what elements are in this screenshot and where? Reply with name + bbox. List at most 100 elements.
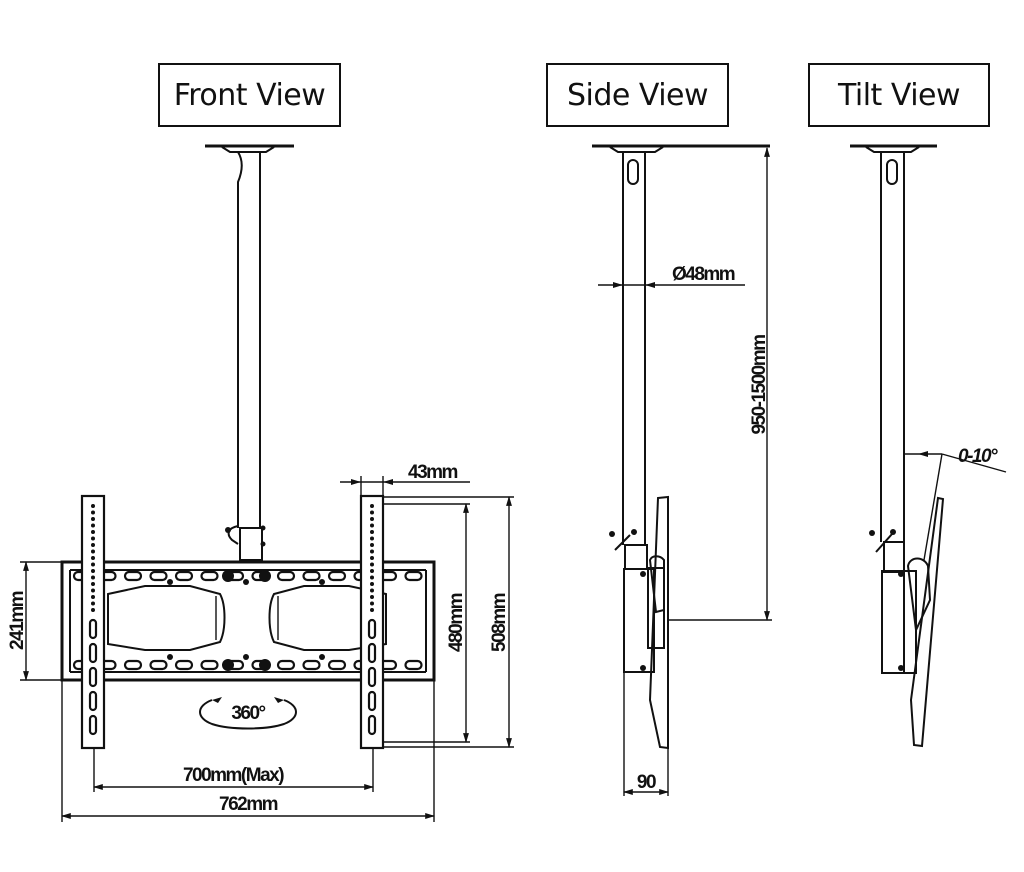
arm-hole (370, 588, 374, 593)
dim-bracket-height: 480mm 508mm (383, 496, 514, 748)
dim-480-label: 480mm (446, 593, 467, 652)
arm-hole (370, 504, 374, 508)
arm-hole (91, 523, 95, 528)
arm-hole (370, 595, 374, 599)
arm-hole (370, 530, 374, 534)
mounting-slot (276, 659, 296, 671)
tilt-view-title: Tilt View (837, 77, 961, 113)
mounting-slot (174, 659, 194, 671)
arm-hole (370, 582, 374, 586)
mounting-slot (327, 570, 347, 582)
dim-pole-length-label: 950-1500mm (749, 335, 770, 435)
arm-hole (91, 543, 95, 547)
arm-hole (370, 549, 374, 554)
side-view-title-box: Side View (546, 63, 729, 127)
arm-slot (367, 714, 377, 736)
arm-hole (91, 536, 95, 541)
front-view: 360° 43mm 480mm 508mm 241mm (7, 144, 514, 822)
side-ceiling-plate (592, 144, 770, 153)
front-arm-left (80, 494, 106, 750)
dim-tilt-range: 0-10° (904, 446, 1007, 561)
arm-hole (91, 517, 95, 521)
arm-hole (91, 608, 95, 612)
dim-tilt-label: 0-10° (958, 446, 998, 467)
tilt-pole (869, 152, 905, 573)
arm-hole (91, 510, 95, 515)
dim-plate-width: 762mm (61, 680, 435, 822)
dim-508-label: 508mm (489, 593, 510, 652)
arm-slot (367, 690, 377, 712)
arm-slot (88, 642, 98, 664)
arm-hole (370, 536, 374, 541)
tilt-bracket (881, 496, 945, 748)
front-pole (225, 151, 266, 561)
arm-hole (370, 601, 374, 606)
front-arm-right (359, 494, 385, 750)
cutout-right (268, 585, 387, 651)
arm-hole (91, 588, 95, 593)
cutout-left (107, 585, 226, 651)
mounting-slot (149, 570, 168, 582)
arm-hole (370, 523, 374, 528)
arm-slot (88, 618, 98, 640)
arm-hole (370, 543, 374, 547)
side-pole (609, 152, 648, 570)
arm-hole (370, 608, 374, 612)
arm-hole (370, 575, 374, 580)
rotation-symbol: 360° (199, 697, 297, 730)
tilt-view-title-box: Tilt View (808, 63, 990, 127)
arm-hole (91, 549, 95, 554)
mounting-slot (327, 659, 347, 671)
side-bracket (623, 495, 669, 750)
arm-hole (91, 575, 95, 580)
mounting-slot (302, 570, 321, 582)
mounting-slot (149, 659, 168, 671)
rotation-label: 360° (231, 703, 265, 724)
tilt-view: 0-10° (850, 144, 1007, 748)
dim-diameter-label: Ø48mm (672, 264, 735, 285)
dim-arm-width: 43mm (340, 462, 470, 496)
arm-slot (367, 666, 377, 688)
arm-slot (88, 690, 98, 712)
mounting-slot (123, 570, 143, 582)
mounting-slot (174, 570, 194, 582)
front-view-title: Front View (173, 77, 326, 113)
dim-241-label: 241mm (7, 591, 28, 650)
arm-hole (91, 504, 95, 508)
mounting-slot (200, 570, 219, 582)
arm-slot (88, 666, 98, 688)
front-view-title-box: Front View (158, 63, 341, 127)
dim-depth: 90 (623, 672, 669, 796)
mounting-slot (123, 659, 143, 671)
front-ceiling-plate (205, 144, 294, 153)
arm-hole (91, 601, 95, 606)
arm-hole (370, 562, 374, 567)
arm-slot (367, 618, 377, 640)
arm-hole (91, 595, 95, 599)
dim-depth-label: 90 (637, 772, 656, 793)
dim-pole-diameter: Ø48mm (598, 264, 745, 288)
mounting-slot (302, 659, 321, 671)
arm-hole (91, 582, 95, 586)
arm-hole (370, 510, 374, 515)
dim-arm-spacing: 700mm(Max) (93, 748, 374, 792)
mounting-slot (200, 659, 219, 671)
arm-hole (370, 517, 374, 521)
arm-hole (370, 569, 374, 573)
dim-pole-length: 950-1500mm (668, 147, 772, 621)
mounting-slot (404, 659, 423, 671)
dim-700-label: 700mm(Max) (183, 765, 284, 786)
side-view-title: Side View (566, 77, 709, 113)
arm-hole (91, 569, 95, 573)
arm-hole (91, 556, 95, 560)
arm-hole (91, 530, 95, 534)
dim-762-label: 762mm (219, 794, 278, 815)
arm-hole (370, 556, 374, 560)
arm-slot (88, 714, 98, 736)
tilt-ceiling-plate (850, 144, 937, 153)
dim-plate-height: 241mm (7, 561, 62, 681)
arm-slot (367, 642, 377, 664)
arm-hole (91, 562, 95, 567)
dim-arm-width-label: 43mm (408, 462, 458, 483)
